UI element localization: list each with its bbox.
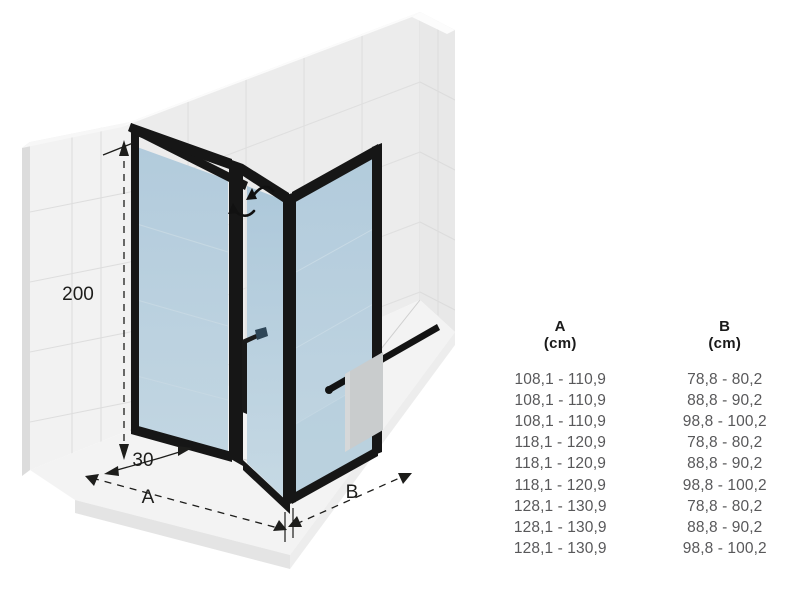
back-wall-top	[122, 12, 420, 127]
height-dimension-label: 200	[62, 284, 94, 305]
height-arrowhead-bottom	[119, 444, 129, 460]
cell-a: 108,1 - 110,9	[514, 412, 606, 430]
spec-header-b-unit: (cm)	[708, 335, 742, 352]
spec-header-b-symbol: B	[719, 318, 731, 335]
a-arrowhead-right	[273, 520, 287, 531]
fixed-arrowhead-left	[104, 466, 119, 476]
fixed-glass-panel	[247, 186, 283, 497]
towel-fold-highlight	[345, 371, 350, 452]
cell-a: 128,1 - 130,9	[513, 540, 607, 558]
left-wall-post	[131, 123, 139, 432]
door-handle-knuckle	[255, 327, 268, 340]
side-glass-reflections	[136, 223, 229, 401]
cell-b: 88,8 - 90,2	[687, 518, 763, 536]
cell-b: 98,8 - 100,2	[682, 540, 767, 558]
floor-front-edge	[75, 500, 290, 569]
table-row: 128,1 - 130,9 78,8 - 80,2	[488, 496, 793, 517]
side-door-post	[229, 159, 243, 466]
door-handle-bar	[242, 340, 247, 414]
a-arrowhead-left	[85, 474, 99, 486]
spec-table-body: 108,1 - 110,9 78,8 - 80,2 108,1 - 110,9 …	[488, 369, 793, 560]
swing-arrow-upper	[251, 185, 275, 198]
cell-a: 128,1 - 130,9	[513, 518, 607, 536]
left-wall-tiles	[30, 127, 130, 457]
door-handle	[242, 327, 268, 414]
cell-b: 78,8 - 80,2	[687, 434, 763, 452]
door-handle-bracket-top	[242, 334, 260, 343]
cell-b: 98,8 - 100,2	[682, 476, 767, 494]
dimension-height: 200	[62, 140, 134, 460]
height-extension-top	[102, 142, 134, 156]
cell-a: 108,1 - 110,9	[514, 391, 606, 409]
door-swing-arrowheads	[228, 188, 257, 214]
towel	[345, 352, 383, 452]
right-wall-top	[412, 12, 455, 34]
left-wall-edge	[22, 142, 30, 476]
right-panel-top-frame	[292, 144, 378, 204]
right-panel-bottom-frame	[292, 446, 378, 504]
width-a-label: A	[142, 487, 155, 508]
spec-header-a-unit: (cm)	[543, 335, 577, 352]
cell-b: 88,8 - 90,2	[687, 455, 763, 473]
shower-enclosure-diagram: 200 30 A	[22, 12, 455, 569]
table-row: 118,1 - 120,9 78,8 - 80,2	[488, 433, 793, 454]
a-dim-line	[91, 477, 279, 529]
side-panel-bottom-frame	[131, 424, 232, 462]
cell-b: 88,8 - 90,2	[687, 391, 763, 409]
cell-a: 128,1 - 130,9	[513, 497, 607, 515]
table-row: 108,1 - 110,9 78,8 - 80,2	[488, 369, 793, 390]
table-row: 108,1 - 110,9 88,8 - 90,2	[488, 390, 793, 411]
spec-header-b: B (cm)	[649, 318, 800, 352]
table-row: 128,1 - 130,9 98,8 - 100,2	[488, 539, 793, 560]
right-wall-tiles	[420, 21, 455, 317]
height-arrowhead-top	[119, 140, 129, 156]
side-panel-top-frame	[131, 123, 232, 170]
spec-header-a: A (cm)	[484, 318, 637, 352]
b-arrowhead-right	[398, 473, 412, 484]
b-dim-line	[295, 475, 405, 525]
swing-arrowhead-upper	[246, 188, 257, 200]
fixed-arrowhead-right	[178, 446, 192, 456]
cell-a: 118,1 - 120,9	[514, 455, 606, 473]
table-row: 118,1 - 120,9 98,8 - 100,2	[488, 475, 793, 496]
cell-b: 98,8 - 100,2	[682, 412, 767, 430]
fixed-panel-dimension-label: 30	[132, 450, 153, 471]
left-wall-edge-top	[22, 122, 130, 148]
corner-post	[283, 192, 296, 506]
dimension-width-a: A	[85, 474, 287, 542]
dimension-spec-table: A (cm) B (cm) 108,1 - 110,9 78,8 - 80,2 …	[488, 318, 793, 586]
towel-bar-end-cap	[325, 386, 333, 394]
cell-a: 108,1 - 110,9	[514, 370, 606, 388]
spec-table-header-row: A (cm) B (cm)	[488, 318, 793, 352]
depth-b-label: B	[346, 482, 359, 503]
door-top-frame	[243, 164, 289, 206]
swing-arrowhead-lower	[228, 203, 239, 214]
towel-assembly	[325, 324, 440, 452]
dimension-depth-b: B	[288, 473, 412, 538]
left-wall	[30, 122, 130, 470]
table-row: 108,1 - 110,9 98,8 - 100,2	[488, 411, 793, 432]
spec-header-a-symbol: A	[554, 318, 566, 335]
b-arrowhead-left	[288, 516, 302, 527]
cell-b: 78,8 - 80,2	[687, 497, 763, 515]
enclosure-frame	[128, 123, 382, 514]
cell-a: 118,1 - 120,9	[514, 476, 606, 494]
cell-b: 78,8 - 80,2	[687, 370, 763, 388]
side-glass-panel	[137, 147, 228, 455]
cell-a: 118,1 - 120,9	[514, 434, 606, 452]
table-row: 128,1 - 130,9 88,8 - 90,2	[488, 517, 793, 538]
table-row: 118,1 - 120,9 88,8 - 90,2	[488, 454, 793, 475]
front-panel-bottom-frame	[243, 460, 290, 514]
dimension-fixed-panel: 30	[104, 446, 192, 476]
diagram-svg: 200 30 A	[22, 12, 455, 569]
